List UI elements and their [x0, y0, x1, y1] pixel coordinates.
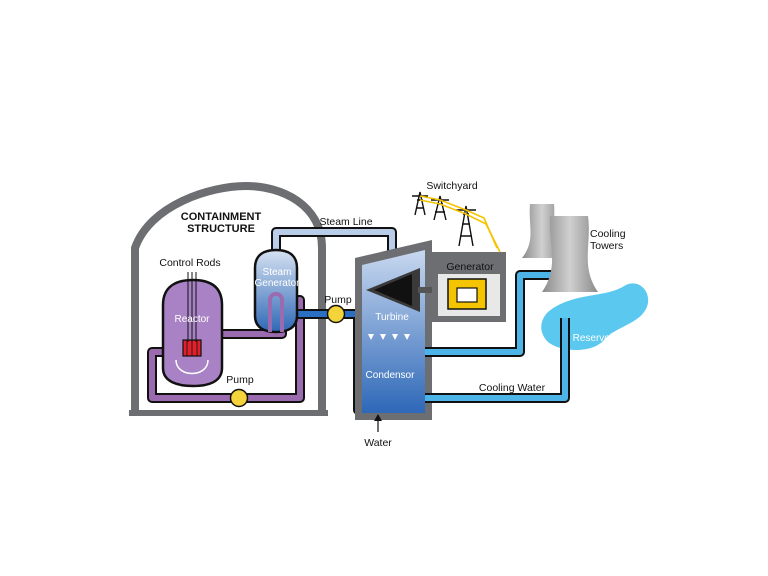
primary-loop-pipe	[147, 295, 305, 403]
turbine-blades	[366, 268, 420, 312]
containment-label-line1: CONTAINMENT	[181, 211, 262, 223]
reactor-label: Reactor	[174, 314, 210, 325]
cooling-tower-icon	[522, 204, 598, 292]
condensor-label: Condensor	[366, 370, 416, 381]
primary-pump-label: Pump	[226, 374, 254, 386]
steam-line-pipe	[271, 227, 397, 256]
steam-generator	[253, 248, 299, 334]
control-rods-label: Control Rods	[159, 257, 220, 269]
containment-structure	[129, 181, 328, 416]
control-rods	[187, 272, 197, 342]
water-label: Water	[364, 437, 392, 449]
cooling-water-pipe	[425, 270, 570, 403]
generator-housing	[432, 252, 506, 322]
transmission-tower-icon	[412, 191, 476, 247]
steam-line-label: Steam Line	[319, 216, 372, 228]
pump-icon	[326, 304, 346, 324]
steam-generator-label-line1: Steam	[263, 267, 292, 278]
cooling-water-label: Cooling Water	[479, 382, 546, 394]
switchyard-label: Switchyard	[426, 180, 478, 192]
cooling-towers-label-line2: Towers	[590, 240, 623, 252]
power-lines	[419, 195, 501, 253]
cooling-towers-label-line1: Cooling	[590, 228, 626, 240]
turbine-building	[355, 240, 432, 420]
containment-label-line2: STRUCTURE	[187, 223, 255, 235]
pump-icon	[229, 388, 249, 408]
flow-arrow-icon	[374, 414, 382, 421]
generator-label: Generator	[446, 261, 494, 273]
flow-arrow-icon	[368, 334, 410, 340]
reservoir-label: Reservoir	[573, 333, 616, 344]
steam-generator-label-line2: Generator	[254, 278, 300, 289]
secondary-pump-label: Pump	[324, 294, 352, 306]
turbine-label: Turbine	[375, 312, 409, 323]
